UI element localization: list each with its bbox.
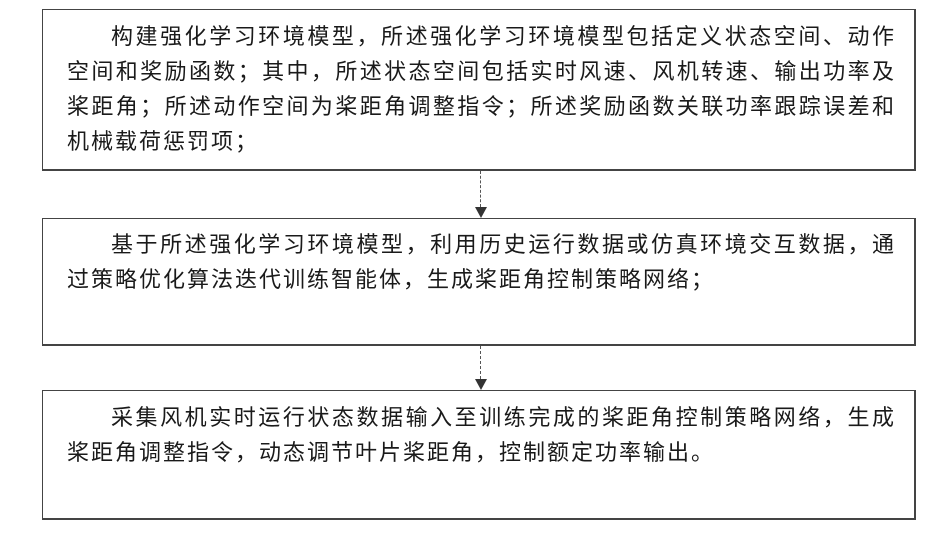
arrow-down-icon xyxy=(475,379,487,390)
flowchart-step-3-text: 采集风机实时运行状态数据输入至训练完成的桨距角控制策略网络，生成桨距角调整指令，… xyxy=(67,401,896,471)
arrow-shaft xyxy=(480,171,481,207)
flow-arrow-2-to-3 xyxy=(474,346,488,390)
flowchart-step-2-box: 基于所述强化学习环境模型，利用历史运行数据或仿真环境交互数据，通过策略优化算法迭… xyxy=(42,218,916,346)
flow-arrow-1-to-2 xyxy=(474,171,488,218)
flowchart-step-3-box: 采集风机实时运行状态数据输入至训练完成的桨距角控制策略网络，生成桨距角调整指令，… xyxy=(42,390,916,520)
flowchart-step-2-text: 基于所述强化学习环境模型，利用历史运行数据或仿真环境交互数据，通过策略优化算法迭… xyxy=(67,228,896,298)
arrow-down-icon xyxy=(475,207,487,218)
arrow-shaft xyxy=(480,346,481,379)
flowchart-step-1-box: 构建强化学习环境模型，所述强化学习环境模型包括定义状态空间、动作空间和奖励函数；… xyxy=(42,9,916,171)
flowchart-step-1-text: 构建强化学习环境模型，所述强化学习环境模型包括定义状态空间、动作空间和奖励函数；… xyxy=(67,20,896,160)
